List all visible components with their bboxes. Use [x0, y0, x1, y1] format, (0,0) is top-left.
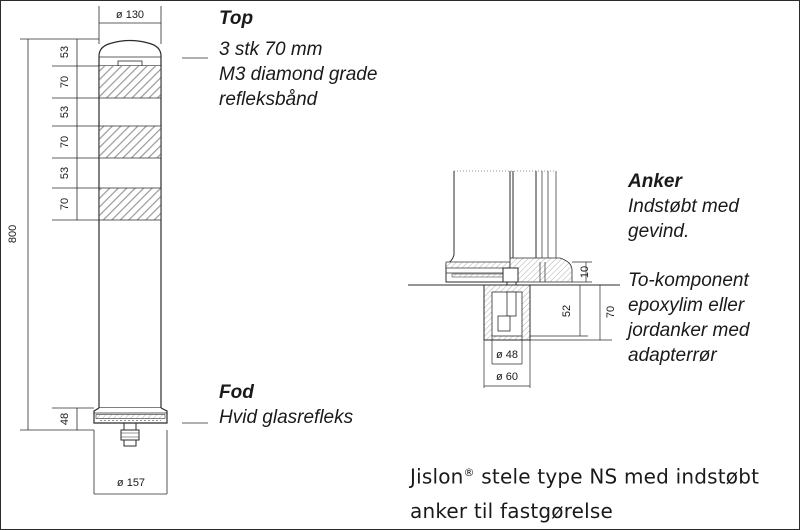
- top-note: Top 3 stk 70 mm M3 diamond grade refleks…: [219, 6, 377, 112]
- fod-line-1: Hvid glasrefleks: [219, 407, 354, 428]
- dim-label-anchor-inner: ø 48: [496, 349, 518, 361]
- dim-label-top-diameter: ø 130: [116, 9, 144, 21]
- top-line-2: M3 diamond grade: [219, 64, 378, 85]
- dim-label-band-2: 70: [59, 136, 71, 148]
- dim-label-anchor-flange: 10: [579, 266, 591, 278]
- anker-note: Anker Indstøbt med gevind. To-komponent …: [628, 169, 749, 368]
- fod-note: Fod Hvid glasrefleks: [219, 380, 353, 430]
- dim-label-anchor-total: 70: [605, 306, 617, 318]
- threaded-stud: [120, 422, 140, 447]
- fod-title: Fod: [219, 382, 254, 403]
- reflective-band-2: [99, 126, 161, 158]
- dim-label-gap-2: 53: [59, 106, 71, 118]
- dim-base-diameter: [93, 430, 168, 495]
- dim-label-anchor-outer: ø 60: [496, 371, 518, 383]
- bollard-foot: [93, 407, 168, 424]
- anker-title: Anker: [628, 171, 682, 192]
- dim-label-band-3: 70: [59, 198, 71, 210]
- figure-caption: Jislon® stele type NS med indstøbt anker…: [410, 456, 800, 528]
- caption-line-1: Jislon® stele type NS med indstøbt: [410, 456, 800, 494]
- reflective-band-3: [99, 188, 161, 220]
- anker-line-3: To-komponent: [628, 270, 749, 291]
- dim-label-gap-3: 53: [59, 167, 71, 179]
- anker-line-1: Indstøbt med: [628, 196, 739, 217]
- anchor-dimensions: [483, 261, 612, 388]
- anker-line-5: jordanker med: [628, 320, 750, 341]
- caption-brand: Jislon: [410, 464, 464, 489]
- caption-line-2: anker til fastgørelse: [410, 498, 614, 523]
- dim-label-band-1: 70: [59, 76, 71, 88]
- top-line-1: 3 stk 70 mm: [219, 39, 323, 60]
- dim-label-gap-1: 53: [59, 46, 71, 58]
- reflective-band-1: [99, 66, 161, 98]
- anker-line-6: adapterrør: [628, 345, 717, 366]
- registered-mark: ®: [463, 466, 475, 479]
- dim-top-diameter: [98, 6, 162, 44]
- anchor-detail: [408, 170, 620, 341]
- dim-label-total-height: 800: [7, 225, 19, 243]
- dim-label-base-diameter: ø 157: [117, 477, 145, 489]
- dim-label-anchor-depth: 52: [561, 305, 573, 317]
- anker-line-4: epoxylim eller: [628, 295, 745, 316]
- dim-total-height: [20, 38, 99, 431]
- top-line-3: refleksbånd: [219, 89, 318, 110]
- caption-line-1-rest: stele type NS med indstøbt: [474, 464, 760, 489]
- dim-label-foot: 48: [59, 413, 71, 425]
- bollard: [93, 39, 168, 447]
- top-title: Top: [219, 8, 254, 29]
- dim-chain: [52, 39, 99, 430]
- anker-line-2: gevind.: [628, 221, 690, 242]
